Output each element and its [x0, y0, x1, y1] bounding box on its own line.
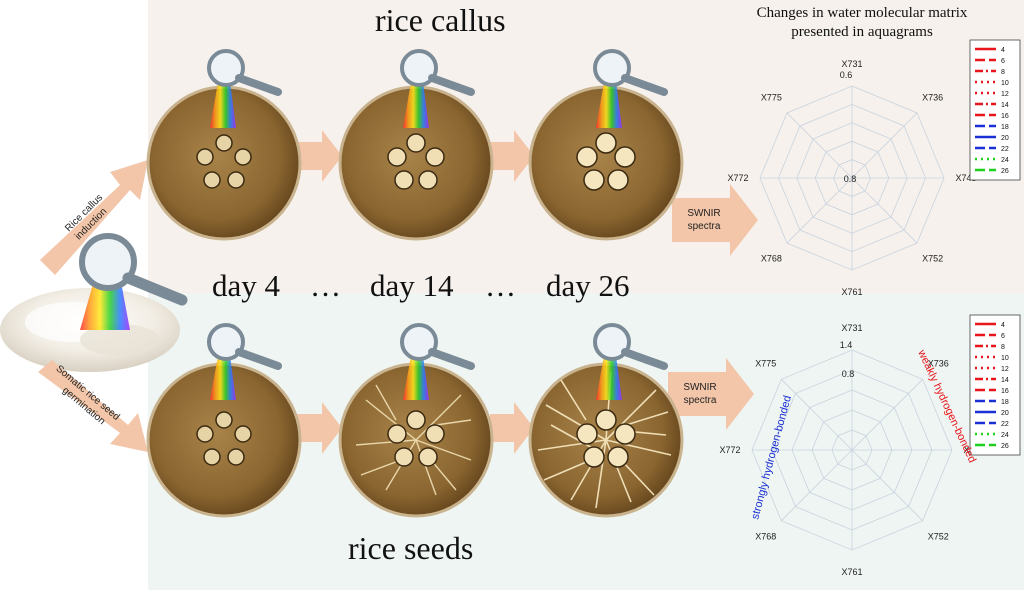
aquagram-tick-label: 0.6 — [840, 70, 853, 80]
legend-label: 12 — [1001, 366, 1009, 373]
aquagram-axis-label: X736 — [922, 92, 943, 102]
legend-label: 18 — [1001, 124, 1009, 131]
swnir-arrow-bottom: SWNIR spectra — [668, 358, 754, 430]
aquagram-axis-label: X768 — [755, 531, 776, 541]
swnir-label-bottom-2: spectra — [684, 395, 717, 406]
aquagram-title-line2: presented in aquagrams — [791, 24, 933, 40]
aquagram-title-line1: Changes in water molecular matrix — [756, 5, 968, 21]
petri-dish-seeds-day26 — [528, 362, 684, 518]
magnifier-rainbow-icon-seeds-day14 — [400, 323, 475, 400]
aquagram-axis-label: X768 — [761, 254, 782, 264]
magnifier-rainbow-icon-seeds-day26 — [593, 323, 668, 400]
legend-label: 16 — [1001, 113, 1009, 120]
petri-dish-seeds-day4 — [146, 362, 302, 518]
aquagram-axis-label: X761 — [841, 287, 862, 297]
day-label-26: day 26 — [546, 268, 630, 303]
day-label-14: day 14 — [370, 268, 454, 303]
aquagram-spoke — [851, 379, 923, 451]
swnir-label-bottom-1: SWNIR — [683, 382, 716, 393]
swnir-label-top-1: SWNIR — [687, 208, 720, 219]
aquagram-axis-label: X752 — [922, 254, 943, 264]
aquagram-title: Changes in water molecular matrix presen… — [712, 4, 1012, 42]
seed-germination-arrow: Somatic rice seed germination — [38, 360, 148, 452]
legend-label: 10 — [1001, 80, 1009, 87]
legend-label: 10 — [1001, 355, 1009, 362]
aquagram-tick-label: 0.8 — [844, 174, 857, 184]
legend-seeds: 4 6 8 10 12 14 16 18 20 22 24 26 — [969, 314, 1021, 456]
aquagram-axis-label: X775 — [755, 359, 776, 369]
legend-label: 20 — [1001, 135, 1009, 142]
aquagram-axis-label: X752 — [928, 531, 949, 541]
aquagram-axis-label: X761 — [841, 567, 862, 577]
swnir-arrow-top: SWNIR spectra — [672, 184, 758, 256]
legend-box — [969, 314, 1021, 456]
legend-label: 14 — [1001, 377, 1009, 384]
legend-label: 12 — [1001, 91, 1009, 98]
aquagram-seeds: X731X736X745X752X761X768X772X7751.40.8 — [719, 323, 984, 577]
ellipsis-2: … — [485, 268, 516, 303]
aquagram-axis-label: X745 — [955, 173, 976, 183]
legend-label: 4 — [1001, 47, 1005, 54]
step-arrows — [296, 130, 534, 454]
day-label-4: day 4 — [212, 268, 281, 303]
magnifier-rainbow-icon-callus-day14 — [400, 49, 475, 128]
aquagram-axis-label: X736 — [928, 359, 949, 369]
petri-dish-callus-day4 — [146, 85, 302, 241]
legend-label: 26 — [1001, 443, 1009, 450]
legend-label: 4 — [1001, 322, 1005, 329]
legend-box — [969, 39, 1021, 181]
aquagram-spoke — [851, 177, 918, 244]
magnifier-rainbow-icon-seeds-day4 — [207, 323, 282, 400]
aquagram-spoke — [781, 379, 853, 451]
magnifier-rainbow-icon-callus-day26 — [593, 49, 668, 128]
legend-label: 16 — [1001, 388, 1009, 395]
aquagram-axis-label: X775 — [761, 92, 782, 102]
aquagram-axis-label: X731 — [841, 59, 862, 69]
legend-label: 22 — [1001, 421, 1009, 428]
legend-label: 6 — [1001, 333, 1005, 340]
aquagram-tick-label: 1.4 — [840, 340, 853, 350]
ellipsis-1: … — [310, 268, 341, 303]
legend-label: 8 — [1001, 344, 1005, 351]
aquagram-spoke — [851, 449, 923, 521]
title-rice-seeds: rice seeds — [348, 530, 474, 566]
aquagram-tick-label: 0.8 — [842, 369, 855, 379]
aquagram-spoke — [786, 177, 853, 244]
aquagram-axis-label: X772 — [727, 173, 748, 183]
legend-label: 20 — [1001, 410, 1009, 417]
legend-label: 6 — [1001, 58, 1005, 65]
magnifier-rainbow-icon-callus-day4 — [207, 49, 282, 128]
swnir-label-top-2: spectra — [688, 221, 721, 232]
annotation-strongly-hydrogen-bonded: strongly hydrogen-bonded — [749, 394, 794, 521]
legend-label: 24 — [1001, 157, 1009, 164]
aquagram-spoke — [851, 112, 918, 179]
legend-label: 18 — [1001, 399, 1009, 406]
aquagram-spoke — [781, 449, 853, 521]
legend-label: 22 — [1001, 146, 1009, 153]
aquagram-spoke — [786, 112, 853, 179]
aquagram-axis-label: X731 — [841, 323, 862, 333]
legend-label: 8 — [1001, 69, 1005, 76]
title-rice-callus: rice callus — [375, 2, 506, 38]
petri-dish-seeds-day14 — [338, 362, 494, 518]
petri-dish-callus-day26 — [528, 85, 684, 241]
legend-label: 26 — [1001, 168, 1009, 175]
legend-label: 14 — [1001, 102, 1009, 109]
legend-callus: 4 6 8 10 12 14 16 18 20 22 24 26 — [969, 39, 1021, 181]
legend-label: 24 — [1001, 432, 1009, 439]
aquagram-axis-label: X772 — [719, 445, 740, 455]
magnifier-rainbow-icon — [79, 233, 188, 330]
